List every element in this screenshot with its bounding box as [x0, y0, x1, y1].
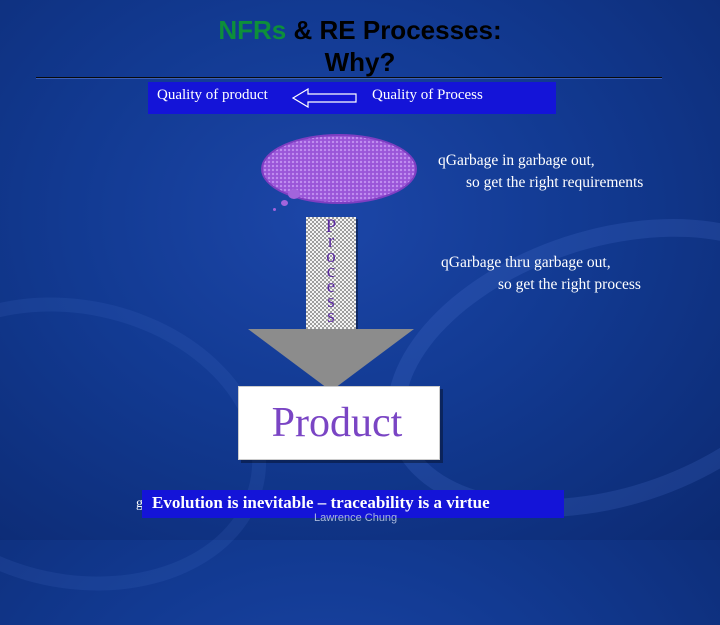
bullet-garbage-thru: qGarbage thru garbage out, so get the ri… [441, 252, 641, 296]
slide-title: NFRs & RE Processes: Why? [0, 14, 720, 78]
process-letter: s [306, 309, 356, 324]
quality-of-product-label: Quality of product [157, 87, 268, 104]
title-accent: NFRs [218, 15, 286, 45]
bullet-icon: q [441, 254, 449, 271]
bullet2-line2: so get the right process [441, 276, 641, 293]
quality-of-process-label: Quality of Process [372, 87, 483, 104]
product-box: Product [238, 386, 440, 460]
bullet1-line2: so get the right requirements [438, 174, 643, 191]
bullet1-line1: Garbage in garbage out, [446, 152, 595, 169]
thought-bubble-dot [281, 200, 288, 206]
thought-cloud [263, 136, 415, 202]
bullet-garbage-in: qGarbage in garbage out, so get the righ… [438, 150, 643, 194]
footer-author: Lawrence Chung [314, 512, 397, 524]
process-arrow-head [248, 329, 414, 391]
process-arrow-shaft: P r o c e s s [306, 217, 356, 329]
bullet2-line1: Garbage thru garbage out, [449, 254, 611, 271]
product-label: Product [239, 399, 435, 447]
title-rest: & RE Processes: [286, 15, 501, 45]
quality-bar: Quality of product Quality of Process [148, 82, 556, 114]
thought-bubble-dot [273, 208, 276, 211]
title-divider [36, 77, 662, 79]
thought-bubble-dot [288, 189, 300, 199]
evolution-statement: Evolution is inevitable – traceability i… [152, 493, 490, 513]
left-arrow-icon [292, 88, 358, 108]
title-line2: Why? [0, 46, 720, 78]
bullet-icon: q [438, 152, 446, 169]
process-label: P r o c e s s [306, 219, 356, 324]
